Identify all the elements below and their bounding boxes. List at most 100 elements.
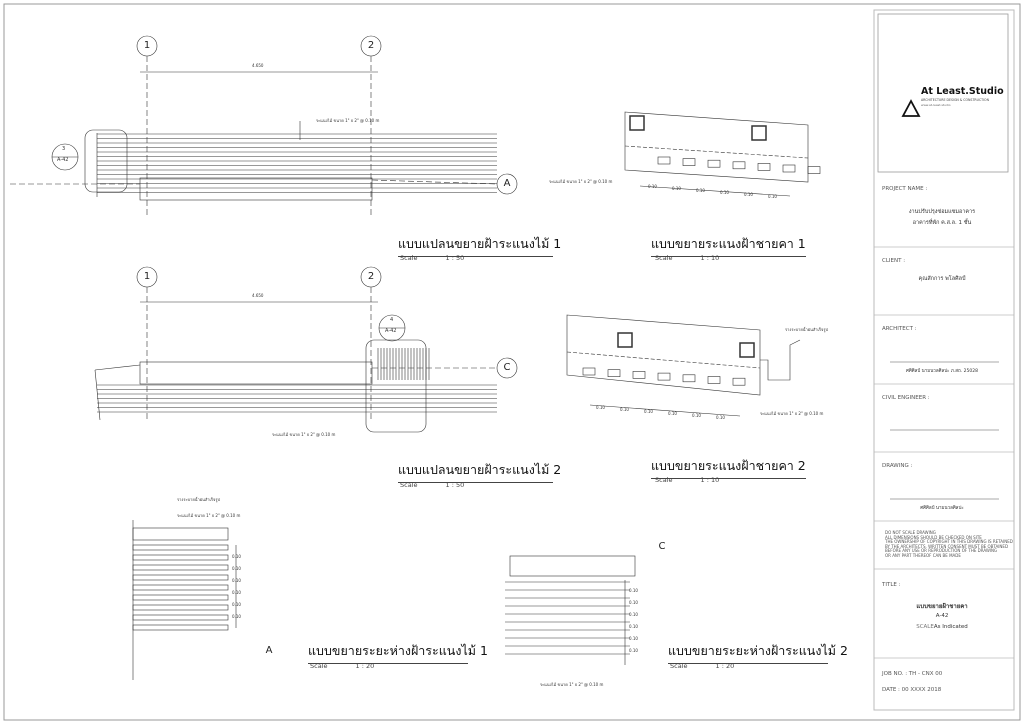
beam	[139, 177, 373, 201]
spacing-label: 0.10	[629, 648, 638, 653]
slat-section	[132, 614, 229, 621]
spacing-label: 0.10	[620, 407, 629, 412]
grid-1-label-2: 1	[143, 271, 151, 282]
slat-section	[132, 594, 229, 601]
logo-triangle-icon	[901, 99, 921, 117]
grid-c-label-2: C	[658, 541, 666, 552]
drawing-by: ศศิศิลป์ นามนวลศิลปะ	[920, 506, 964, 511]
grid-a-label: A	[503, 178, 511, 189]
rafter	[739, 342, 755, 358]
rafter	[617, 332, 633, 348]
grid-line	[371, 179, 498, 185]
slat-note-4: ระแนงไม้ ขนาด 1" x 2" @ 0.10 m	[760, 411, 824, 416]
slat-section	[682, 374, 696, 383]
slat-note-2: ระแนงไม้ ขนาด 1" x 2" @ 0.10 m	[549, 179, 613, 184]
spacing-label: 0.10	[629, 624, 638, 629]
slat-section	[657, 156, 671, 165]
view-title-2: แบบขยายระแนงฝ้าชายคา 1	[651, 234, 806, 257]
spacing-label: 0.10	[692, 413, 701, 418]
section-tag-4-sheet: A-42	[385, 328, 397, 334]
spacing-label: 0.10	[668, 411, 677, 416]
view-title-3: แบบแปลนขยายฝ้าระแนงไม้ 2	[398, 460, 561, 483]
beam	[509, 555, 636, 577]
slat-section	[732, 161, 746, 170]
spacing-label: 0.10	[232, 614, 241, 619]
project-label: PROJECT NAME :	[882, 186, 928, 192]
slat-section	[682, 158, 696, 166]
spacing-label: 0.10	[596, 405, 605, 410]
gutter-note-2: รางระบายน้ำฝนสำเร็จรูป	[177, 497, 221, 502]
slat-section	[607, 369, 621, 378]
wall	[94, 369, 101, 421]
spacing-label: 0.10	[744, 192, 753, 197]
slat-section	[807, 166, 821, 174]
view-title-1: แบบแปลนขยายฝ้าระแนงไม้ 1	[398, 234, 561, 257]
slat-section	[132, 574, 229, 581]
architect-label: ARCHITECT :	[882, 326, 917, 332]
grid-1-label: 1	[143, 40, 151, 51]
slat-section	[657, 372, 671, 381]
eave-section	[566, 314, 761, 396]
slat-section	[632, 371, 646, 379]
slat-section	[707, 159, 721, 168]
spacing-label: 0.10	[696, 188, 705, 193]
drawing-label: DRAWING :	[882, 463, 913, 469]
rafter	[751, 125, 767, 141]
spacing-label: 0.10	[768, 194, 777, 199]
title-label: TITLE :	[882, 582, 901, 588]
dimension-line	[589, 404, 741, 417]
beam	[132, 527, 229, 541]
spacing-label: 0.10	[629, 600, 638, 605]
gutter-note-1: รางระบายน้ำฝนสำเร็จรูป	[785, 327, 829, 332]
dimension-2: 4.650	[252, 293, 264, 298]
slat-note-1: ระแนงไม้ ขนาด 1" x 2" @ 0.10 m	[316, 118, 380, 123]
logo-tagline: ARCHITECTURE DESIGN & CONSTRUCTION	[921, 98, 989, 102]
dimension-1: 4.650	[252, 63, 264, 68]
eave-section	[624, 111, 809, 183]
civil-engineer-label: CIVIL ENGINEER :	[882, 395, 930, 401]
slat-section	[132, 624, 229, 631]
slat-note-3: ระแนงไม้ ขนาด 1" x 2" @ 0.10 m	[272, 432, 336, 437]
date: DATE : 00 XXXX 2018	[882, 687, 942, 693]
view-title-4: แบบขยายระแนงฝ้าชายคา 2	[651, 456, 806, 479]
grid-c-label: C	[503, 362, 511, 373]
slat-note-6: ระแนงไม้ ขนาด 1" x 2" @ 0.10 m	[540, 682, 604, 687]
slat-section	[707, 376, 721, 384]
job-number: JOB NO. : TH - CNX 00	[882, 671, 943, 677]
section-tag-3-num: 3	[62, 146, 66, 152]
spacing-label: 0.10	[672, 186, 681, 191]
grid-a-label-2: A	[265, 645, 273, 656]
view-title-6: แบบขยายระยะห่างฝ้าระแนงไม้ 2	[668, 641, 848, 664]
wall	[94, 364, 141, 371]
gutter	[760, 339, 801, 381]
rafter	[629, 115, 645, 131]
slat-section	[132, 584, 229, 591]
architect-value: ศศิศิลป์ นามนวลศิลปะ ภ.สถ. 25028	[906, 369, 978, 374]
grid-2-label: 2	[367, 40, 375, 51]
sheet-scale: SCALEAs Indicated	[916, 624, 968, 630]
spacing-label: 0.10	[629, 612, 638, 617]
slat-section	[132, 554, 229, 561]
spacing-label: 0.10	[232, 602, 241, 607]
client-value: คุณสักการ พโลศิลป์	[918, 276, 966, 282]
project-line-1: งานปรับปรุงซ่อมแซมอาคาร	[908, 209, 976, 215]
grid-2-label-2: 2	[367, 271, 375, 282]
dimension-line	[639, 185, 791, 197]
slat-section	[782, 164, 796, 173]
spacing-label: 0.10	[232, 578, 241, 583]
grid-bubble-a	[496, 173, 518, 195]
slat-section	[757, 163, 771, 171]
logo-subline: www.at-least.studio	[921, 103, 951, 107]
spacing-label: 0.10	[648, 184, 657, 189]
ceiling-line	[624, 145, 809, 159]
section-tag-3-sheet: A-42	[57, 157, 69, 163]
callout	[365, 339, 427, 433]
spacing-label: 0.10	[644, 409, 653, 414]
slat-note-5: ระแนงไม้ ขนาด 1" x 2" @ 0.10 m	[177, 513, 241, 518]
